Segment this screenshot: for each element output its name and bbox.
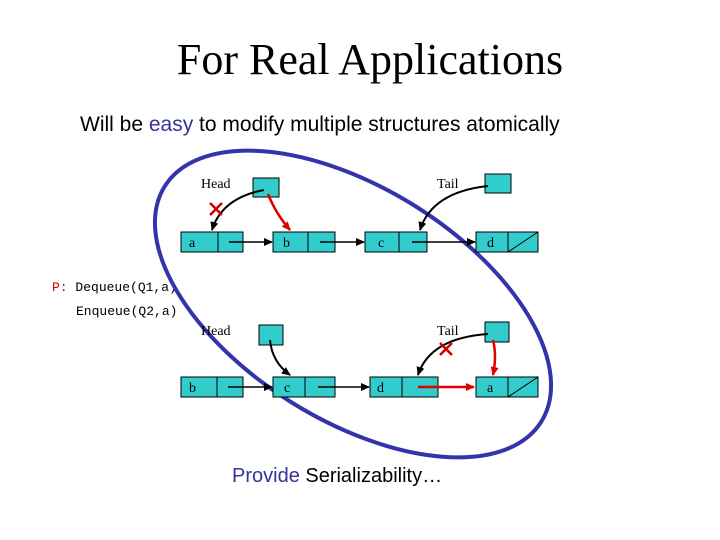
q2-tail-pointer-box bbox=[484, 321, 510, 343]
subtitle-text-end: to modify multiple structures atomically bbox=[193, 113, 560, 136]
q1-node-d: d bbox=[475, 231, 539, 253]
q1-head-label: Head bbox=[201, 177, 231, 192]
dequeue-call: Dequeue(Q1,a) bbox=[75, 280, 177, 295]
slide-footer: Provide Serializability… bbox=[232, 465, 532, 488]
q2-new-tail-pointer bbox=[490, 339, 499, 376]
q1-old-head-pointer bbox=[210, 189, 265, 231]
q2-node-c-value: c bbox=[284, 381, 290, 396]
atomic-region-ellipse bbox=[152, 148, 554, 460]
slide-subtitle: Will be easy to modify multiple structur… bbox=[80, 113, 680, 137]
process-label: P: bbox=[52, 280, 68, 295]
subtitle-highlight: easy bbox=[148, 113, 194, 136]
q1-head-pointer-box bbox=[252, 177, 280, 198]
slide-title: For Real Applications bbox=[176, 35, 564, 84]
enqueue-call: Enqueue(Q2,a) bbox=[76, 304, 178, 319]
q1-node-a: a bbox=[180, 231, 244, 253]
q2-head-label: Head bbox=[201, 324, 231, 339]
dequeue-operation: P: Dequeue(Q1,a) bbox=[52, 280, 177, 295]
q1-removed-mark bbox=[209, 202, 223, 216]
q2-node-b-value: b bbox=[189, 381, 196, 396]
q2-node-a-value: a bbox=[487, 381, 494, 396]
subtitle-text-start: Will be bbox=[80, 113, 149, 136]
q1-node-c-value: c bbox=[378, 236, 384, 251]
enqueue-operation: Enqueue(Q2,a) bbox=[76, 304, 177, 319]
q1-tail-label: Tail bbox=[437, 177, 459, 192]
footer-highlight: Provide bbox=[232, 465, 300, 487]
q1-new-head-pointer bbox=[266, 193, 291, 231]
q2-removed-mark bbox=[439, 342, 453, 356]
q2-tail-label: Tail bbox=[437, 324, 459, 339]
q1-tail-pointer bbox=[418, 185, 489, 231]
q1-node-d-value: d bbox=[487, 236, 494, 251]
q2-head-pointer bbox=[269, 339, 291, 376]
q2-node-d-value: d bbox=[377, 381, 384, 396]
q1-tail-pointer-box bbox=[484, 173, 512, 194]
q1-node-c: c bbox=[364, 231, 428, 253]
footer-text: Serializability… bbox=[299, 465, 443, 487]
q2-node-a: a bbox=[475, 376, 539, 398]
q1-node-b-value: b bbox=[283, 236, 290, 251]
q2-old-tail-pointer bbox=[416, 333, 489, 376]
q1-node-a-value: a bbox=[189, 236, 196, 251]
